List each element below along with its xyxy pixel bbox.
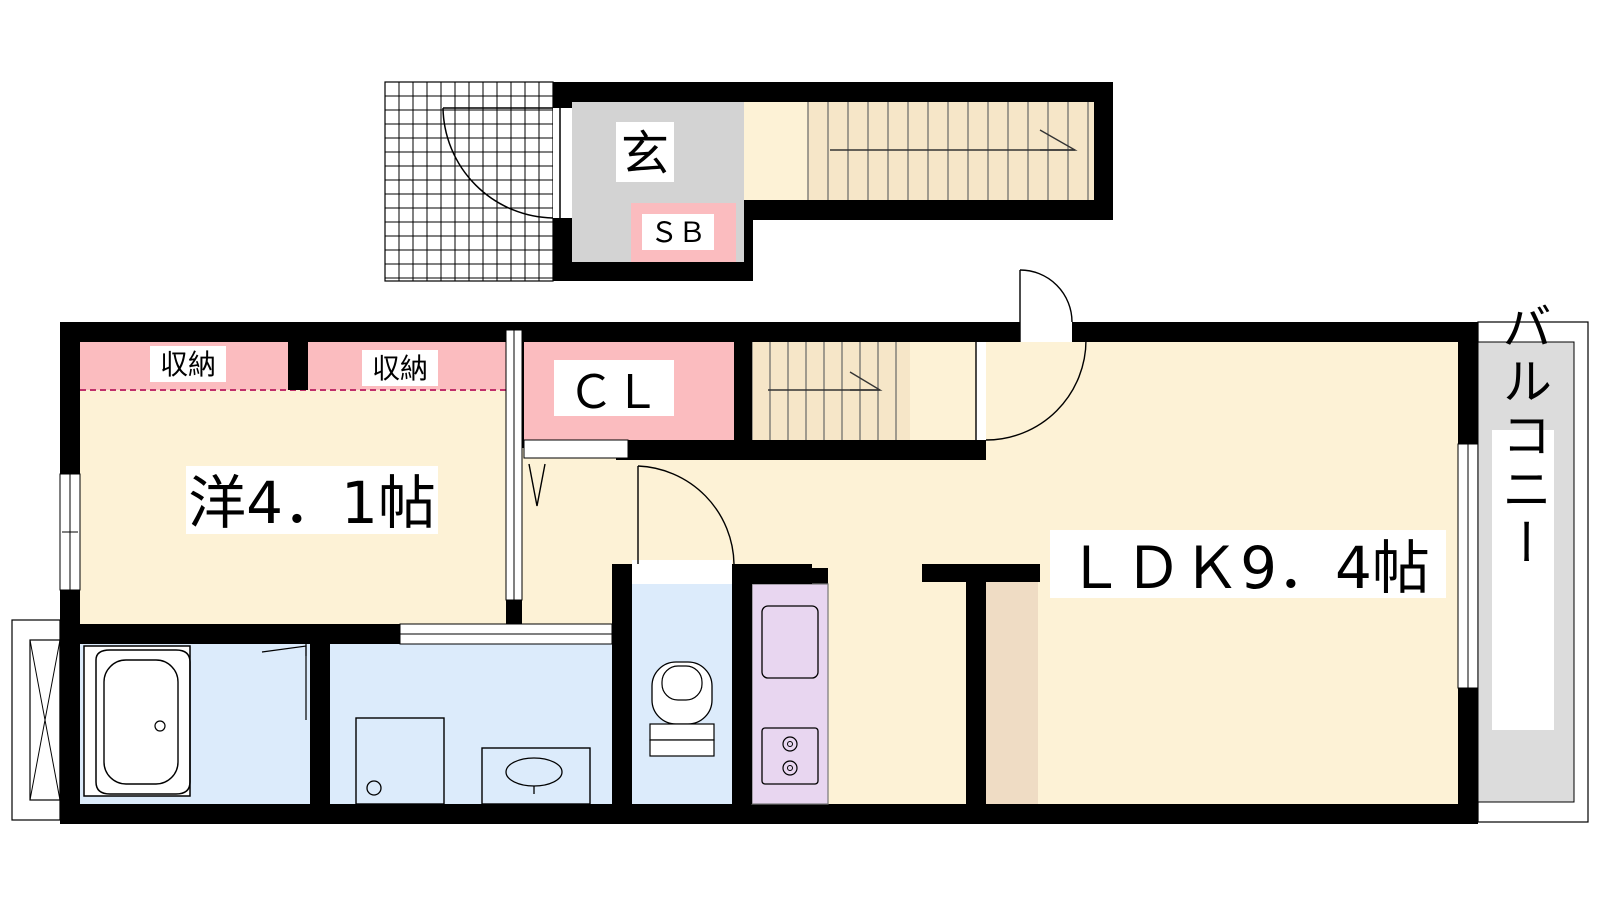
bathtub-icon <box>83 645 191 797</box>
stairs-icon <box>751 342 976 440</box>
washbasin-icon <box>481 747 591 805</box>
door-swing-icon <box>442 107 572 219</box>
sink-icon <box>761 605 819 679</box>
western-room-label: 洋4．1帖 <box>188 469 436 537</box>
balcony-label: バルコニー <box>1494 301 1552 571</box>
closet-label: ＣＬ <box>568 365 660 419</box>
balcony <box>1477 321 1589 823</box>
door-swing-icon <box>632 465 735 584</box>
storage-2-label: 収納 <box>372 352 428 385</box>
stairs-icon <box>807 102 1094 200</box>
shoe-box-label: ＳＢ <box>650 216 706 249</box>
doors <box>59 269 1479 720</box>
porch-tiles <box>384 81 554 282</box>
toilet-icon <box>649 661 715 757</box>
ldk-label: ＬＤＫ9．4帖 <box>1066 534 1430 602</box>
washing-machine-icon <box>355 717 445 805</box>
labels: 玄 ＳＢ 収納 収納 ＣＬ 洋4．1帖 ＬＤＫ9．4帖 バルコニー <box>150 122 1552 602</box>
entrance-label: 玄 <box>621 126 669 182</box>
storage-1-label: 収納 <box>160 348 216 381</box>
bath-exterior <box>11 619 61 821</box>
cupboard-space <box>986 580 1038 804</box>
door-swing-icon <box>975 269 1087 441</box>
hallway <box>516 448 616 624</box>
entrance-area <box>442 82 1113 281</box>
stove-icon <box>761 727 819 785</box>
